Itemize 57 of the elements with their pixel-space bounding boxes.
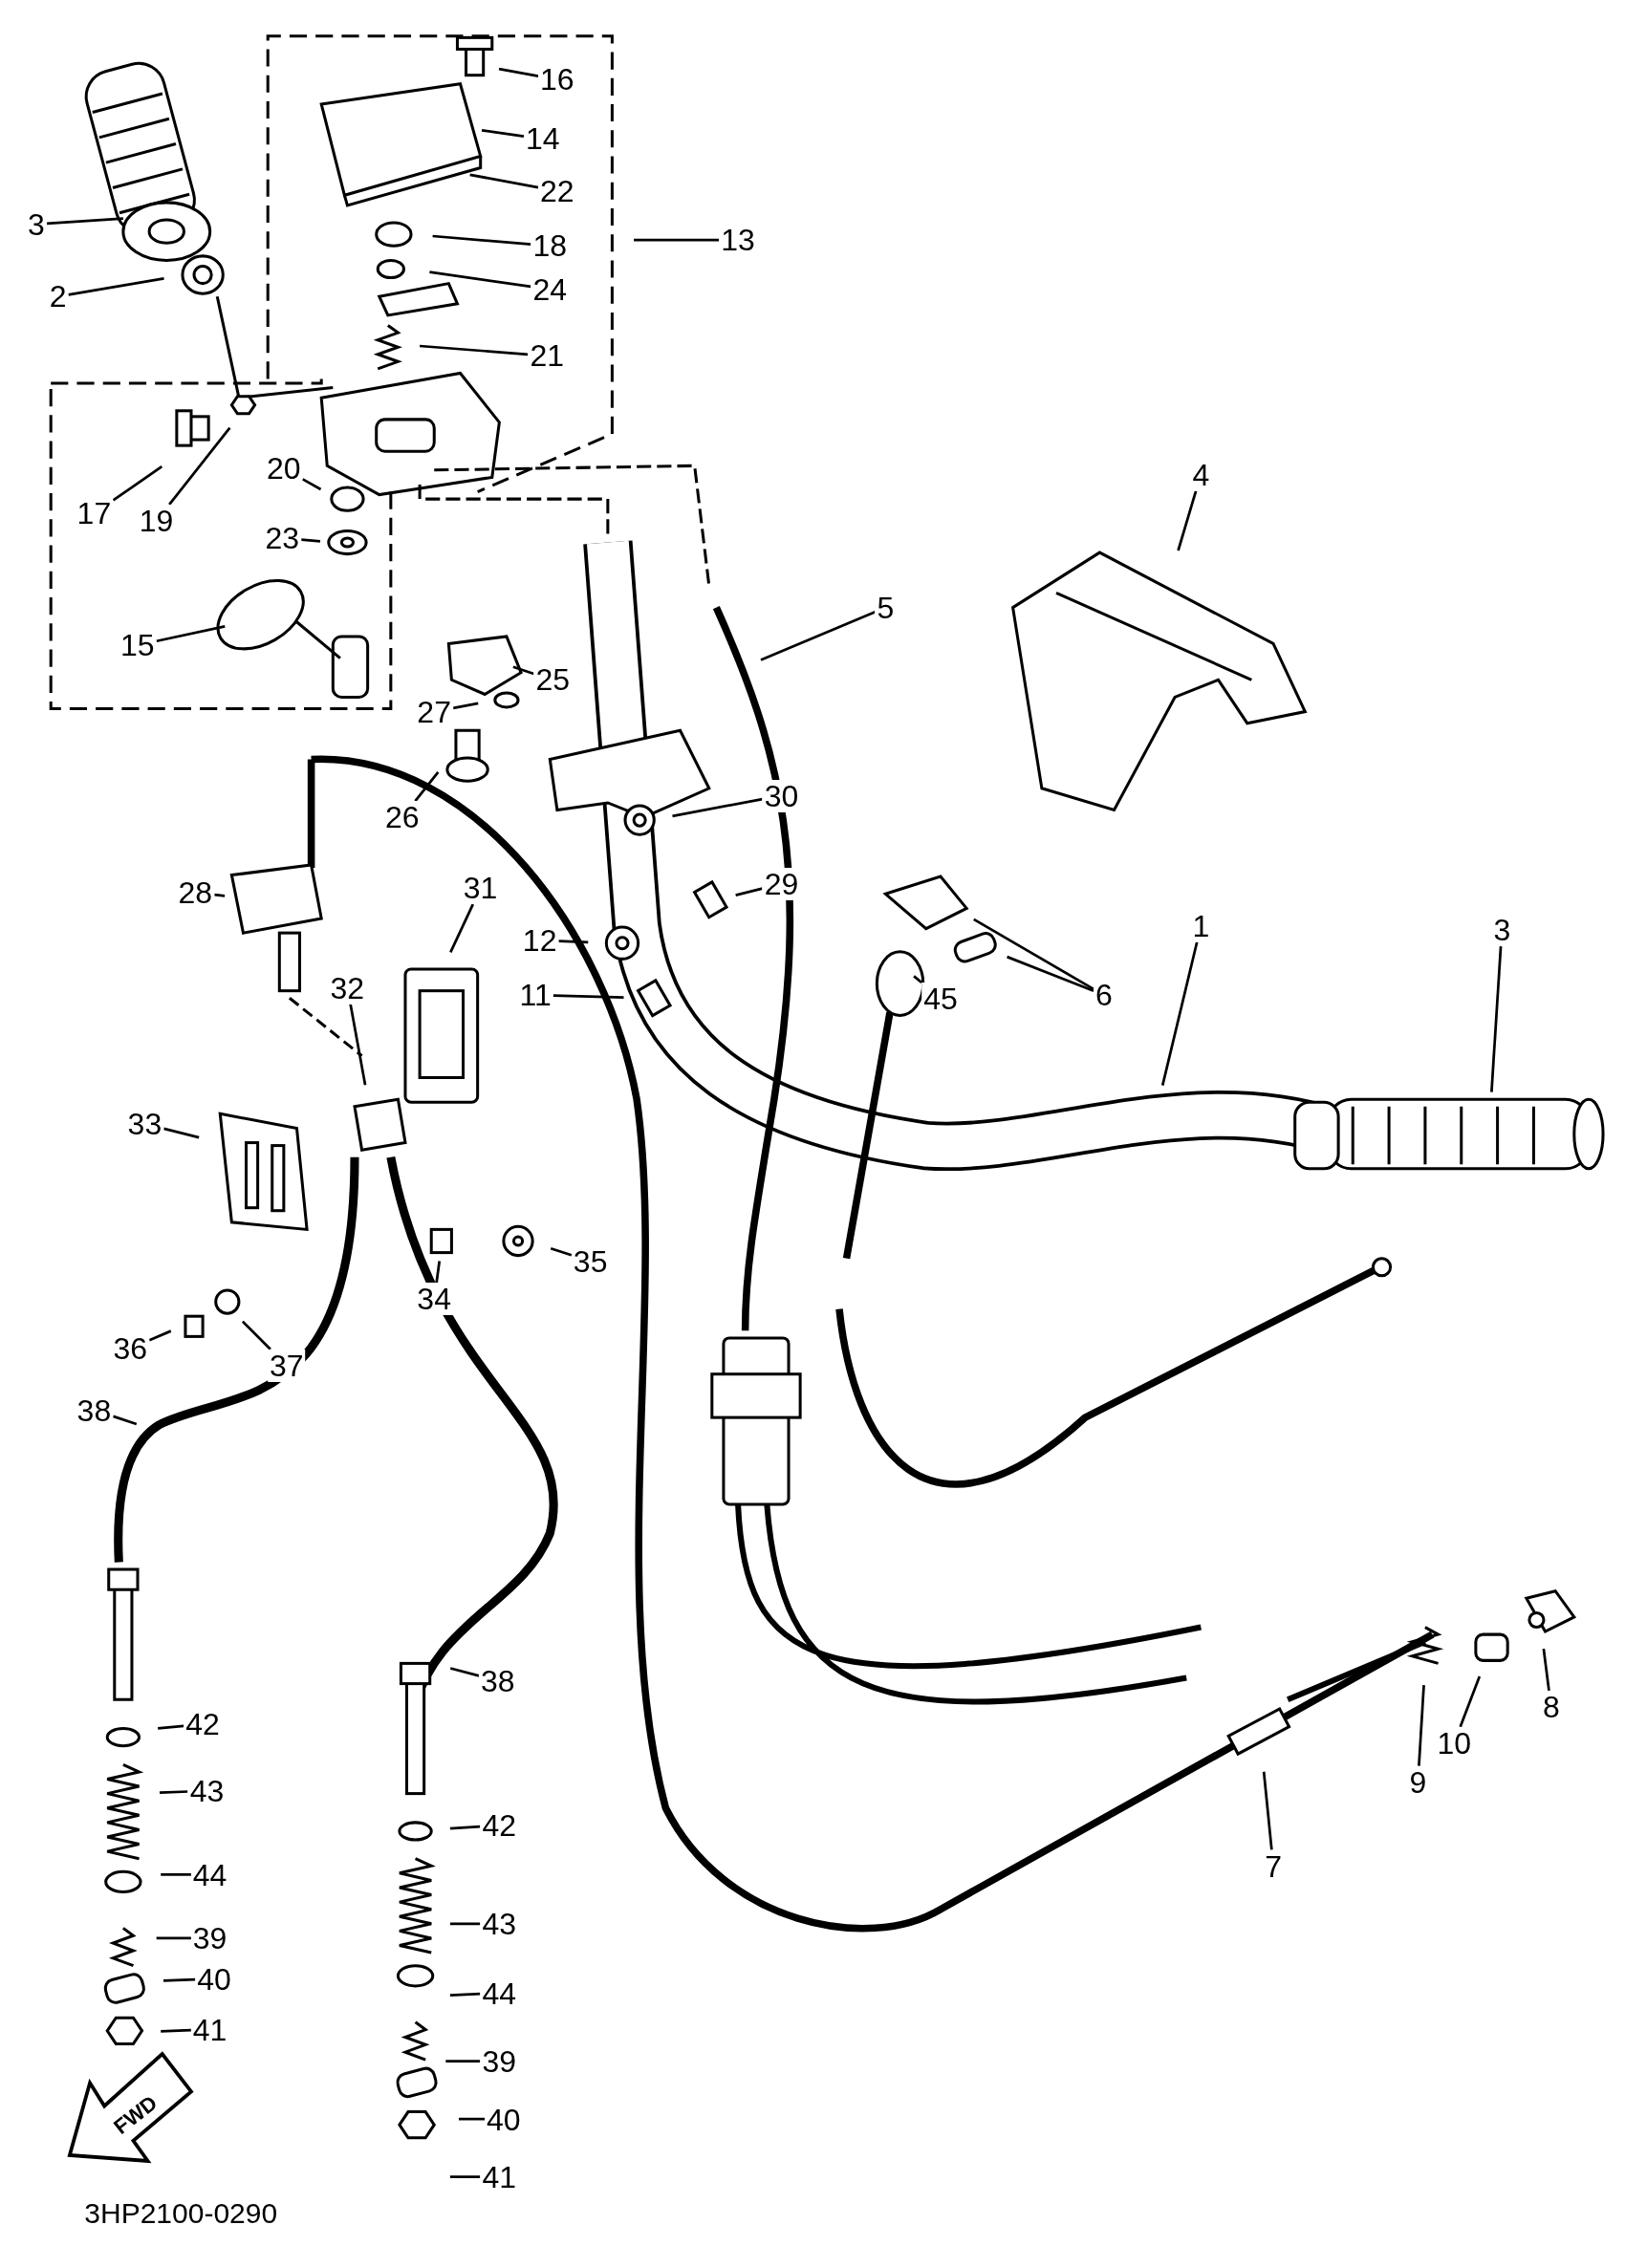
leader-line xyxy=(512,665,534,676)
leader-line xyxy=(445,2060,481,2063)
leader-line xyxy=(302,478,322,491)
leader-line xyxy=(481,129,525,138)
leader-line xyxy=(432,234,531,246)
leader-line xyxy=(760,610,877,661)
leader-line xyxy=(1177,489,1198,551)
leader-line xyxy=(634,238,720,242)
leader-line xyxy=(1262,1771,1273,1850)
leader-line xyxy=(214,893,226,897)
leader-line xyxy=(1007,955,1094,993)
leader-line xyxy=(161,1873,191,1876)
leader-line xyxy=(1490,945,1503,1092)
leader-line xyxy=(449,1992,481,1997)
leader-line xyxy=(156,625,226,643)
leader-line xyxy=(168,426,231,506)
leader-line xyxy=(435,1261,442,1284)
leader-line xyxy=(452,702,479,710)
leader-line xyxy=(112,465,163,502)
leader-line xyxy=(414,771,440,802)
callout-number: 37 xyxy=(267,1350,306,1382)
leader-line xyxy=(429,270,531,289)
leader-line xyxy=(550,1246,573,1257)
leader-line xyxy=(735,887,763,896)
leader-line xyxy=(449,903,475,953)
leader-line xyxy=(156,1936,191,1940)
leader-line xyxy=(113,1415,138,1426)
leader-line xyxy=(420,344,529,356)
leader-line xyxy=(449,1667,480,1677)
leader-line xyxy=(68,277,164,296)
leader-line xyxy=(973,918,1094,991)
leader-line xyxy=(1160,941,1199,1086)
leader-line xyxy=(498,67,539,77)
leader-line xyxy=(1459,1675,1482,1728)
leader-line xyxy=(162,1977,196,1982)
leader-line xyxy=(449,1922,481,1926)
leader-line xyxy=(159,1790,188,1795)
leader-line xyxy=(672,797,763,818)
leader-line xyxy=(158,1724,184,1730)
leader-line xyxy=(469,173,539,189)
leader-line xyxy=(1418,1685,1425,1766)
leader-line xyxy=(1542,1648,1550,1692)
leader-line xyxy=(163,1127,200,1139)
leader-line xyxy=(913,975,922,984)
leader-line xyxy=(459,2117,486,2121)
callout-number: 34 xyxy=(415,1283,453,1316)
leader-line xyxy=(449,2175,481,2178)
leader-line xyxy=(552,994,624,999)
leader-line xyxy=(349,1004,367,1086)
leader-line xyxy=(241,1320,271,1350)
part-code: 3HP2100-0290 xyxy=(84,2197,278,2231)
leader-line xyxy=(46,217,123,226)
leader-line xyxy=(301,538,321,543)
leader-line xyxy=(558,940,589,944)
leader-line xyxy=(449,1825,481,1830)
leader-line xyxy=(148,1329,172,1342)
leader-line xyxy=(161,2028,191,2033)
